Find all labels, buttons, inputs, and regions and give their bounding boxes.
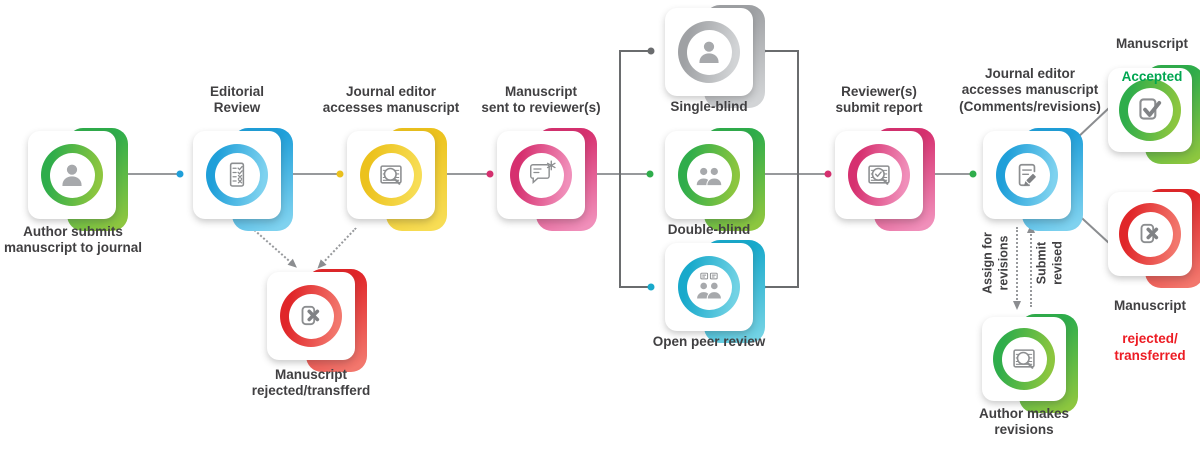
dotted-arrow-editorial-reject [251,227,296,267]
label-single-blind: Single-blind [670,99,748,114]
dot [336,170,344,178]
node-author-submits [28,128,128,231]
label-reviewers-report: Reviewer(s) submit report [835,84,923,116]
node-author-revisions [982,314,1078,413]
node-reviewers-report [835,128,935,231]
card [835,131,923,219]
branch-stub-bottom-right [760,286,799,288]
message-new-icon [524,158,558,192]
card [665,243,753,331]
card [983,131,1071,219]
branch-stub-top-right [760,50,799,52]
dotted-arrow-submit-revised [1030,227,1032,307]
card [193,131,281,219]
card [1108,192,1192,276]
branch-stub-bottom-left [620,286,652,288]
label-double-blind: Double-blind [667,222,751,237]
label-rejected-status: rejected/ transferred [1114,331,1186,363]
people-discussion-icon [692,270,726,304]
label-rejected-early: Manuscript rejected/transfferd [251,367,371,399]
label-author-revisions: Author makes revisions [978,406,1070,438]
node-accepted [1108,65,1200,164]
flow-line-1 [124,173,180,175]
edge-label-submit-revised: Submit revised [1034,241,1064,285]
label-sent-to-reviewers: Manuscript sent to reviewer(s) [481,84,601,116]
label-accepted-status: Accepted [1121,69,1183,85]
flow-line-6 [930,173,974,175]
dot [647,283,655,291]
node-rejected-early [267,269,367,372]
branch-line-left [619,50,621,288]
person-icon [692,35,726,69]
document-search-icon [374,158,408,192]
dotted-arrow-assign-revisions [1016,227,1018,307]
node-rejected-transferred [1108,189,1200,288]
card [267,272,355,360]
label-rejected-transferred: Manuscript rejected/ transferred [1114,282,1186,381]
card [982,317,1066,401]
document-edit-icon [1010,158,1044,192]
node-open-peer-review [665,240,765,343]
person-icon [55,158,89,192]
dot [646,170,654,178]
card [665,8,753,96]
checklist-icon [220,158,254,192]
branch-line-right [797,50,799,288]
flow-line-3 [440,173,490,175]
node-editor-access [347,128,447,231]
node-editor-comments [983,128,1083,231]
dot [176,170,184,178]
document-x-icon [294,299,328,333]
card [347,131,435,219]
label-rejected-title: Manuscript [1113,298,1187,314]
card [497,131,585,219]
document-search-icon [1007,342,1041,376]
document-search-check-icon [862,158,896,192]
card [28,131,116,219]
label-accepted: Manuscript Accepted [1116,20,1188,102]
dot [486,170,494,178]
document-x-icon [1133,217,1167,251]
card [1108,68,1192,152]
node-editorial-review [193,128,293,231]
dot [824,170,832,178]
dot [969,170,977,178]
branch-stub-top-left [620,50,652,52]
flow-line-5 [758,173,830,175]
node-sent-to-reviewers [497,128,597,231]
label-editorial-review: Editorial Review [209,84,265,116]
label-editor-access: Journal editor accesses manuscript [322,84,460,116]
edge-label-assign-revisions: Assign for revisions [980,232,1010,294]
flow-line-2 [288,173,340,175]
node-double-blind [665,128,765,231]
label-open-peer-review: Open peer review [652,334,766,349]
dot [647,47,655,55]
label-accepted-title: Manuscript [1115,36,1189,52]
node-single-blind [665,5,765,108]
label-author-submits: Author submits manuscript to journal [3,224,143,256]
label-editor-comments: Journal editor accesses manuscript (Comm… [959,66,1101,114]
dotted-arrow-editor-reject [318,227,357,268]
card [665,131,753,219]
people-icon [692,158,726,192]
